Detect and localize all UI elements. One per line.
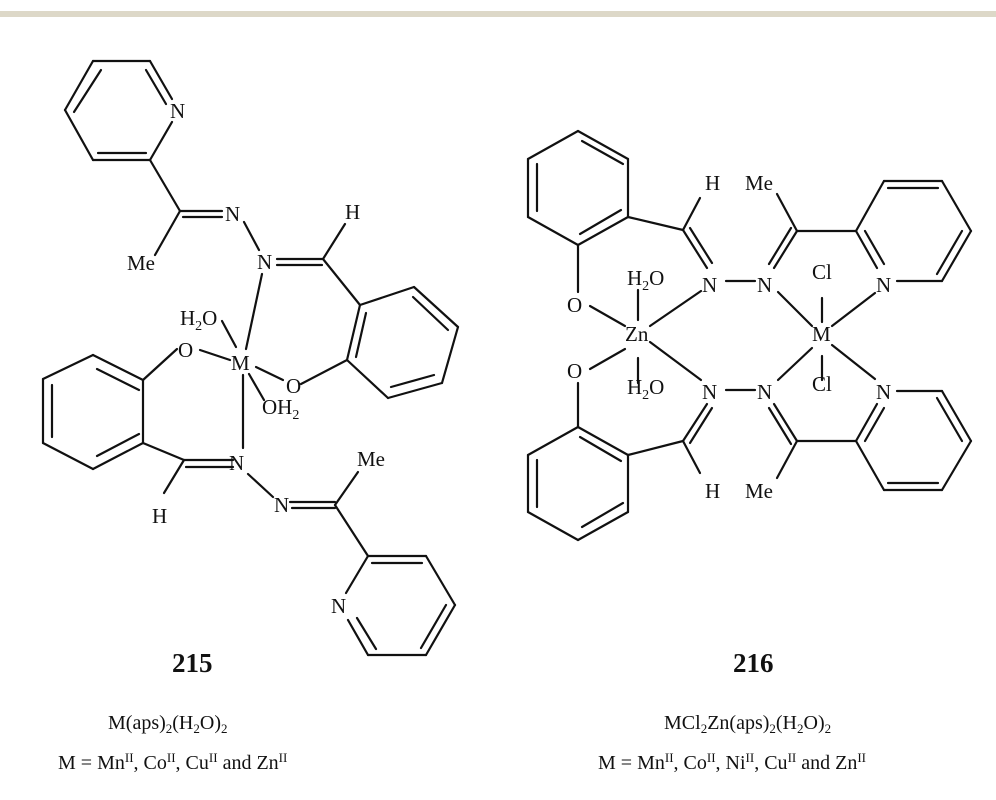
- compound-label-215: 215: [172, 648, 213, 678]
- atom-n: N: [757, 380, 772, 404]
- coordination-bonds-216: [588, 279, 877, 392]
- atom-n: N: [702, 273, 717, 297]
- atom-n: N: [876, 380, 891, 404]
- atom-cl: Cl: [812, 260, 832, 284]
- compound-label-216: 216: [733, 648, 774, 678]
- atom-zn: Zn: [625, 322, 649, 346]
- atom-n: N: [876, 273, 891, 297]
- metals-list-216: M = MnII, CoII, NiII, CuII and ZnII: [598, 750, 866, 774]
- atom-me: Me: [357, 447, 385, 471]
- atom-o: O: [178, 338, 193, 362]
- pyridine-ring-top-216: [767, 179, 973, 283]
- atom-n: N: [170, 99, 185, 123]
- pyridine-ring-bottom-216: [767, 389, 973, 492]
- metals-list-215: M = MnII, CoII, CuII and ZnII: [58, 750, 288, 774]
- phenyl-ring-right-215: [299, 285, 460, 400]
- atom-me: Me: [745, 171, 773, 195]
- phenyl-ring-bottom-216: [526, 381, 714, 542]
- atom-h: H: [705, 171, 720, 195]
- atom-metal-m: M: [812, 322, 831, 346]
- atom-n: N: [274, 493, 289, 517]
- atom-cl: Cl: [812, 372, 832, 396]
- atom-o: O: [567, 293, 582, 317]
- atom-n: N: [757, 273, 772, 297]
- atom-n: N: [225, 202, 240, 226]
- pyridine-ring-top-215: [63, 59, 362, 307]
- phenyl-ring-top-216: [526, 129, 714, 294]
- formula-216: MCl2Zn(aps)2(H2O)2: [664, 712, 832, 736]
- formula-215: M(aps)2(H2O)2: [108, 712, 228, 736]
- atom-h: H: [705, 479, 720, 503]
- atom-me: Me: [745, 479, 773, 503]
- atom-metal-m: M: [231, 351, 250, 375]
- atom-n: N: [257, 250, 272, 274]
- atom-n: N: [229, 451, 244, 475]
- water-ligand-bottom-216: H2O: [627, 375, 664, 403]
- header-divider-band: [0, 11, 996, 17]
- atom-n: N: [331, 594, 346, 618]
- water-ligand-top-216: H2O: [627, 266, 664, 294]
- water-ligand-top: H2O: [180, 306, 217, 334]
- atom-o: O: [286, 374, 301, 398]
- pyridine-ring-bottom-215: [344, 554, 457, 657]
- water-ligand-bottom: OH2: [262, 395, 299, 423]
- atom-h: H: [152, 504, 167, 528]
- atom-o: O: [567, 359, 582, 383]
- atom-me: Me: [127, 251, 155, 275]
- atom-h: H: [345, 200, 360, 224]
- metal-bonds-215: [198, 272, 285, 450]
- phenyl-ring-left-215: [41, 347, 370, 558]
- atom-n: N: [702, 380, 717, 404]
